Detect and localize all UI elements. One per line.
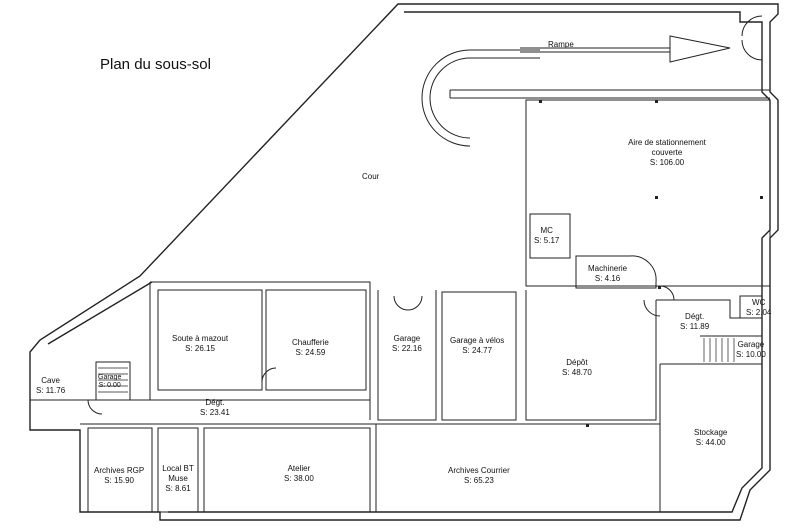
room-label-degt-right: Dégt. S: 11.89 (680, 312, 709, 332)
room-area: S: 11.89 (680, 322, 710, 331)
room-area: S: 11.76 (36, 386, 66, 395)
room-name: MC (540, 226, 553, 235)
room-label-local-bt: Local BT Muse S: 8.61 (160, 464, 196, 494)
room-area: S: 24.59 (295, 348, 326, 357)
room-label-cour: Cour (362, 172, 379, 182)
room-area: S: 65.23 (463, 476, 494, 485)
room-name: Dégt. (205, 398, 225, 407)
room-label-garage-velos: Garage à vélos S: 24.77 (450, 336, 504, 356)
columns (539, 100, 763, 427)
room-name: Cour (362, 172, 380, 181)
room-label-archives-courrier: Archives Courrier S: 65.23 (448, 466, 510, 486)
room-name: WC (752, 298, 766, 307)
room-area: S: 48.70 (562, 368, 592, 377)
room-area: S: 26.15 (185, 344, 215, 353)
room-name: Garage à vélos (450, 336, 505, 345)
room-area: S: 106.00 (649, 158, 685, 167)
room-label-chaufferie: Chaufferie S: 24.59 (292, 338, 329, 358)
room-label-garage-mid: Garage S: 22.16 (392, 334, 422, 354)
room-label-machinerie: Machinerie S: 4.16 (588, 264, 627, 284)
room-name: Aire de stationnement couverte (628, 138, 706, 157)
room-label-garage-small: Garage S: 0.00 (98, 374, 121, 390)
room-area: S: 38.00 (284, 474, 314, 483)
room-name: Garage (737, 340, 765, 349)
room-name: Garage (98, 374, 122, 381)
interior-walls (30, 15, 771, 513)
room-label-stockage: Stockage S: 44.00 (694, 428, 727, 448)
outer-walls (29, 3, 779, 521)
room-area: S: 23.41 (200, 408, 230, 417)
room-area: S: 10.00 (736, 350, 766, 359)
room-name: Archives RGP (94, 466, 145, 475)
room-name: Archives Courrier (448, 466, 510, 475)
room-label-cave: Cave S: 11.76 (36, 376, 65, 396)
ramp-label: Rampe (548, 40, 574, 49)
room-label-archives-rgp: Archives RGP S: 15.90 (94, 466, 144, 486)
room-name: Stockage (694, 428, 728, 437)
room-name: Chaufferie (292, 338, 329, 347)
room-name: Dépôt (566, 358, 588, 367)
room-name: Local BT Muse (162, 464, 194, 483)
room-area: S: 44.00 (695, 438, 726, 447)
room-area: S: 4.16 (594, 274, 621, 283)
room-label-aire-de-stationnement: Aire de stationnement couverte S: 106.00 (612, 138, 722, 168)
room-area: S: 8.61 (165, 484, 191, 493)
room-name: Machinerie (588, 264, 628, 273)
room-label-degt-left: Dégt. S: 23.41 (200, 398, 230, 418)
room-label-depot: Dépôt S: 48.70 (562, 358, 592, 378)
room-name: Cave (41, 376, 60, 385)
room-name: Atelier (287, 464, 311, 473)
plan-title: Plan du sous-sol (100, 56, 211, 73)
room-label-garage-right: Garage S: 10.00 (736, 340, 766, 360)
room-area: S: 2.04 (746, 308, 772, 317)
room-area: S: 15.90 (104, 476, 135, 485)
room-area: S: 24.77 (462, 346, 493, 355)
room-name: Soute à mazout (172, 334, 229, 343)
room-area: S: 5.17 (534, 236, 560, 245)
room-label-atelier: Atelier S: 38.00 (284, 464, 314, 484)
room-label-mc: MC S: 5.17 (534, 226, 559, 246)
room-area: S: 0.00 (98, 382, 121, 389)
room-label-wc: WC S: 2.04 (746, 298, 771, 318)
room-label-soute: Soute à mazout S: 26.15 (172, 334, 228, 354)
room-name: Garage (393, 334, 421, 343)
room-area: S: 22.16 (392, 344, 422, 353)
ramp (421, 35, 770, 147)
room-name: Dégt. (685, 312, 705, 321)
